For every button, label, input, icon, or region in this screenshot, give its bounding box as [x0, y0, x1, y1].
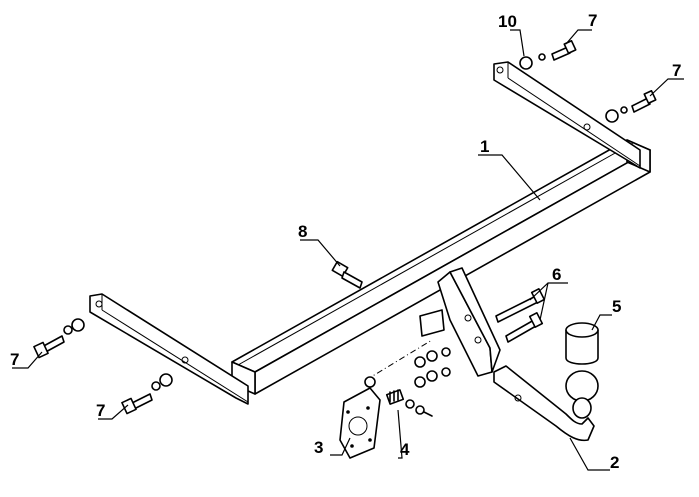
callout-8: 8 — [298, 222, 307, 241]
callout-10: 10 — [498, 12, 517, 31]
callout-4: 4 — [400, 440, 410, 459]
callout-7-left-upper: 7 — [10, 350, 19, 369]
left-side-bracket — [89, 293, 249, 405]
bolt-set-top — [519, 39, 577, 70]
callout-2: 2 — [610, 453, 619, 472]
tow-ball-neck-2 — [493, 365, 599, 442]
callout-labels: 1 2 3 4 5 6 7 7 7 7 8 10 — [10, 11, 681, 472]
socket-plate-3 — [339, 376, 381, 459]
nuts-washers-center — [414, 347, 451, 388]
bolt-8 — [331, 260, 363, 289]
callout-3: 3 — [314, 438, 323, 457]
spring-hardware-4 — [385, 389, 433, 417]
bolt-set-left-lower — [121, 373, 173, 415]
ball-cap-5 — [565, 322, 599, 365]
center-mount-bracket — [419, 267, 501, 377]
leader-lines — [12, 29, 684, 471]
right-side-bracket — [493, 61, 641, 169]
callout-7-right: 7 — [672, 61, 681, 80]
callout-7-top: 7 — [588, 11, 597, 30]
callout-1: 1 — [480, 137, 489, 156]
bolts-6 — [495, 288, 546, 343]
callout-7-left-lower: 7 — [96, 401, 105, 420]
callout-6: 6 — [552, 265, 561, 284]
bolt-set-right — [605, 89, 657, 123]
bolt-set-left-upper — [33, 318, 85, 359]
callout-5: 5 — [612, 297, 621, 316]
